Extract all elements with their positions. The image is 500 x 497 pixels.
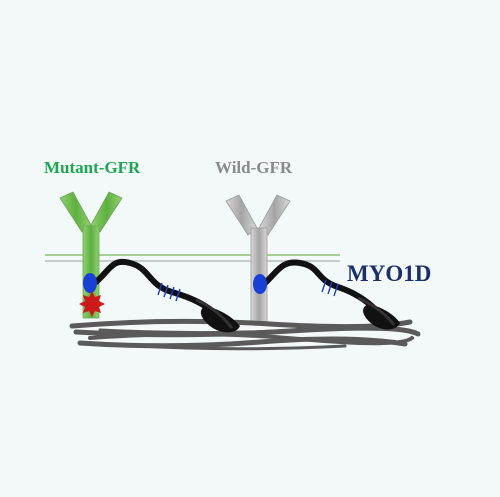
iq-motif-marks [321,279,339,297]
wild-myosin-motor [262,259,400,330]
mutant-receptor [59,191,123,319]
mutant-gfr-label: Mutant-GFR [44,158,141,177]
red-star-icon [79,291,105,317]
actin-filament [69,318,421,351]
iq-motif-marks [157,282,181,302]
mutant-myosin-motor [93,258,240,333]
blue-oval-icon [253,274,267,294]
wild-receptor [225,194,291,323]
wild-gfr-label: Wild-GFR [215,158,293,177]
myo1d-label: MYO1D [347,261,432,286]
blue-oval-icon [83,273,97,293]
